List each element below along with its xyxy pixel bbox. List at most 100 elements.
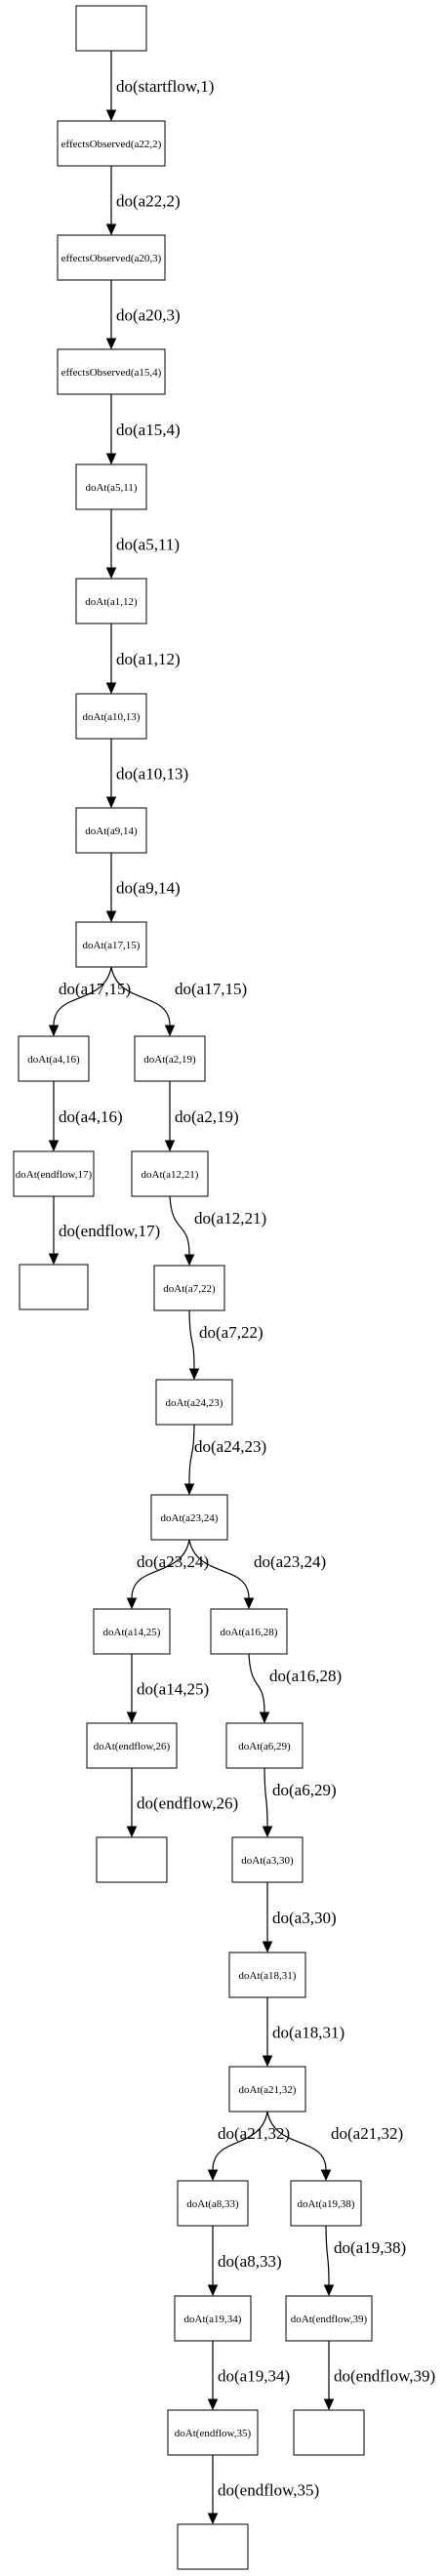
edge-label: do(a24,23) — [194, 1437, 266, 1456]
arrowhead — [164, 1025, 176, 1037]
node-label: doAt(a7,22) — [163, 1283, 216, 1295]
arrowhead — [105, 910, 117, 923]
edge: do(a14,25) — [126, 1654, 209, 1724]
edge-label: do(a1,12) — [116, 650, 181, 668]
edge-label: do(a8,33) — [218, 2252, 282, 2271]
node: doAt(a10,13) — [75, 693, 147, 740]
edge: do(a18,31) — [262, 1997, 345, 2068]
node-box — [285, 2295, 373, 2342]
node-label: doAt(a10,13) — [83, 711, 141, 723]
edge-label: do(a5,11) — [116, 536, 180, 554]
edge: do(a22,2) — [105, 166, 181, 236]
edge: do(endflow,35) — [207, 2455, 319, 2525]
node: effectsObserved(a15,4) — [57, 348, 166, 395]
arrowhead — [48, 1253, 60, 1266]
terminal-node — [19, 1264, 89, 1310]
node-label: doAt(a23,24) — [161, 1512, 219, 1524]
edge-label: do(a23,24) — [137, 1552, 209, 1571]
terminal-node — [75, 5, 147, 52]
node-label: effectsObserved(a15,4) — [61, 367, 162, 379]
arrowhead — [105, 109, 117, 122]
node-box — [210, 1608, 288, 1655]
edge: do(a16,28) — [248, 1653, 342, 1724]
edge: do(a10,13) — [105, 739, 188, 809]
edge-label: do(endflow,17) — [59, 1222, 160, 1240]
node-label: doAt(a4,16) — [27, 1054, 80, 1066]
arrowhead — [262, 1941, 273, 1953]
arrowhead — [105, 223, 117, 236]
edge: do(a6,29) — [262, 1767, 337, 1838]
arrowhead — [320, 2169, 332, 2182]
arrowhead — [48, 1025, 60, 1037]
arrowhead — [323, 2284, 335, 2297]
arrowhead — [259, 1711, 270, 1724]
arrowhead — [323, 2398, 335, 2411]
node: doAt(a14,25) — [93, 1608, 171, 1655]
node: doAt(a9,14) — [75, 807, 147, 854]
node: doAt(a19,34) — [174, 2295, 252, 2342]
edge-line — [248, 1653, 265, 1713]
node-box — [228, 2066, 306, 2113]
node-label: doAt(a17,15) — [83, 940, 141, 951]
edge-line — [53, 966, 112, 1026]
edge: do(a12,21) — [169, 1195, 266, 1267]
edge: do(a17,15) — [48, 966, 131, 1037]
node-label: effectsObserved(a22,2) — [61, 139, 162, 150]
edge: do(a21,32) — [266, 2111, 403, 2182]
edge-label: do(endflow,39) — [334, 2367, 435, 2386]
edge: do(startflow,1) — [105, 51, 214, 122]
node-label: doAt(a3,30) — [241, 1855, 294, 1867]
node-box — [57, 234, 166, 281]
edge-label: do(startflow,1) — [116, 77, 214, 96]
edge-label: do(a6,29) — [272, 1781, 337, 1799]
node-box — [75, 693, 147, 740]
edge: do(a21,32) — [207, 2111, 290, 2182]
edge-label: do(a19,38) — [334, 2238, 406, 2257]
node-box — [131, 1150, 209, 1197]
node-box — [228, 1952, 306, 1998]
node-box — [167, 2409, 259, 2456]
node-label: doAt(endflow,39) — [291, 2314, 368, 2325]
node-label: doAt(a9,14) — [85, 825, 138, 837]
node-label: doAt(a21,32) — [239, 2084, 297, 2096]
edge-label: do(a23,24) — [254, 1552, 326, 1571]
edge-label: do(endflow,26) — [137, 1794, 238, 1813]
node-label: doAt(a18,31) — [239, 1970, 297, 1982]
node-box — [18, 1035, 90, 1082]
node: doAt(endflow,35) — [167, 2409, 259, 2456]
terminal-node — [293, 2409, 365, 2456]
node-box — [86, 1722, 178, 1769]
edge-label: do(a14,25) — [137, 1680, 209, 1699]
node-label: doAt(a24,23) — [166, 1397, 223, 1409]
node: doAt(a21,32) — [228, 2066, 306, 2113]
node: doAt(a7,22) — [153, 1265, 225, 1311]
node-box — [75, 921, 147, 968]
edge-label: do(a2,19) — [175, 1107, 239, 1126]
node: doAt(endflow,26) — [86, 1722, 178, 1769]
edge: do(a24,23) — [183, 1424, 266, 1496]
arrowhead — [126, 1597, 138, 1610]
edge-line — [169, 1195, 190, 1256]
edge-line — [110, 966, 171, 1026]
edge-label: do(a3,30) — [272, 1909, 337, 1927]
arrowhead — [207, 2169, 219, 2182]
node-box — [75, 463, 147, 510]
edge-label: do(endflow,35) — [218, 2481, 319, 2500]
edge-label: do(a9,14) — [116, 879, 181, 898]
terminal-node — [177, 2523, 249, 2570]
edge-line — [264, 1767, 268, 1828]
node-box — [13, 1150, 95, 1197]
node-box — [155, 1379, 233, 1426]
edge: do(a23,24) — [126, 1539, 209, 1610]
node-box — [177, 2523, 249, 2570]
node-label: doAt(a14,25) — [103, 1627, 161, 1638]
edge: do(a19,34) — [207, 2341, 290, 2411]
node: doAt(a1,12) — [75, 578, 147, 624]
node-label: doAt(a2,19) — [143, 1054, 196, 1066]
node-label: doAt(a1,12) — [85, 596, 138, 608]
node-label: doAt(a19,38) — [298, 2198, 355, 2210]
arrowhead — [105, 453, 117, 465]
node-box — [57, 348, 166, 395]
edge-label: do(a19,34) — [218, 2367, 290, 2386]
